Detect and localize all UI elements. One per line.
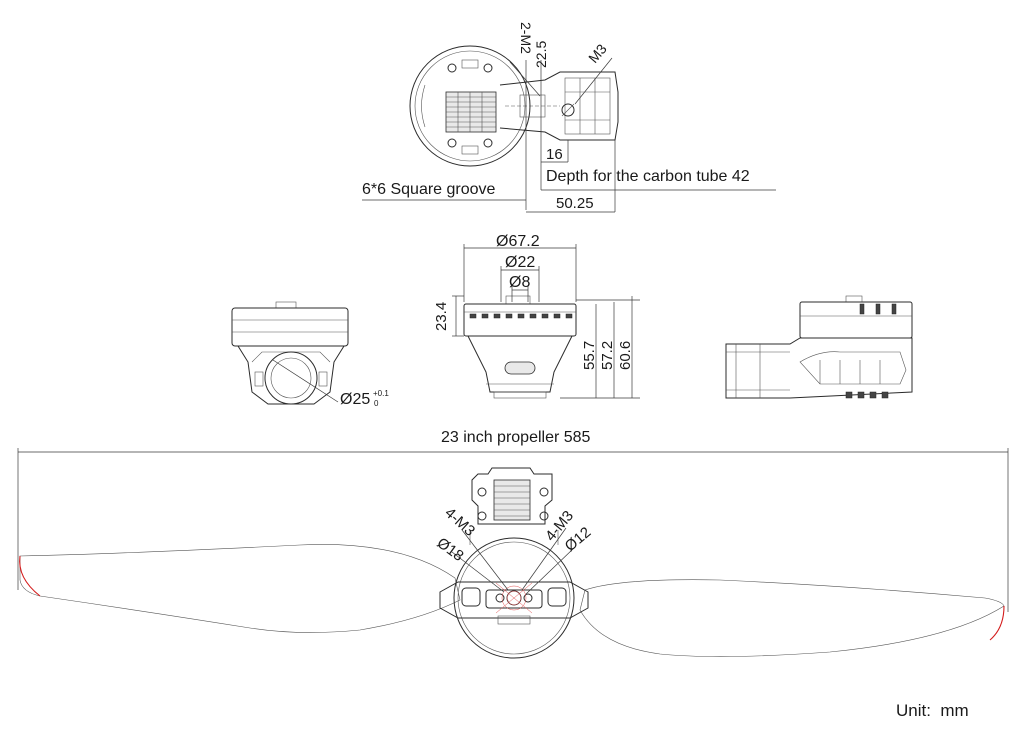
label-tolerance-lower: 0 bbox=[374, 399, 379, 408]
side-view-motor-body bbox=[231, 307, 349, 347]
propeller-hub bbox=[439, 581, 589, 619]
label-2-m2: 2-M2 bbox=[518, 22, 534, 54]
propeller-blade-right bbox=[579, 579, 1005, 657]
label-tolerance-upper: +0.1 bbox=[373, 389, 389, 398]
front-view-motor-rotor bbox=[463, 303, 577, 337]
label-16: 16 bbox=[546, 146, 563, 163]
front-view: Ø67.2 Ø22 Ø8 23.4 55.7 57.2 60.6 bbox=[433, 233, 640, 399]
unit-label: Unit: mm bbox=[896, 701, 969, 720]
label-depth-carbon-tube: Depth for the carbon tube 42 bbox=[546, 168, 750, 185]
label-propeller-span: 23 inch propeller 585 bbox=[441, 429, 591, 446]
bottom-view: 23 inch propeller 585 bbox=[17, 429, 1009, 659]
label-4-m3-left: 4-M3 bbox=[441, 504, 478, 540]
label-d25: Ø25 bbox=[340, 391, 370, 408]
propeller-blade-left bbox=[19, 544, 461, 633]
bottom-view-motor-outline bbox=[453, 537, 575, 659]
label-d22: Ø22 bbox=[505, 254, 535, 271]
label-d8: Ø8 bbox=[509, 274, 530, 291]
side-view: Ø25 +0.1 0 bbox=[231, 301, 389, 408]
side-view-right-clamp bbox=[725, 337, 913, 399]
side-view-right bbox=[725, 295, 913, 399]
label-22-5: 22.5 bbox=[533, 41, 549, 68]
label-50-25: 50.25 bbox=[556, 195, 594, 212]
label-23-4: 23.4 bbox=[433, 302, 450, 331]
label-57-2: 57.2 bbox=[599, 341, 616, 370]
side-view-tube-bore bbox=[264, 351, 318, 405]
label-m3: M3 bbox=[585, 41, 610, 66]
label-d18: Ø18 bbox=[434, 534, 467, 564]
top-view: 2-M2 22.5 M3 16 Depth for the carbon tub… bbox=[362, 22, 776, 213]
bottom-view-arm-clamp bbox=[471, 467, 553, 525]
top-view-arm-clamp bbox=[499, 71, 619, 141]
label-d67-2: Ø67.2 bbox=[496, 233, 540, 250]
top-view-fins bbox=[445, 91, 497, 133]
label-square-groove: 6*6 Square groove bbox=[362, 181, 496, 198]
front-view-vents bbox=[469, 313, 573, 319]
label-55-7: 55.7 bbox=[581, 341, 598, 370]
label-60-6: 60.6 bbox=[617, 341, 634, 370]
